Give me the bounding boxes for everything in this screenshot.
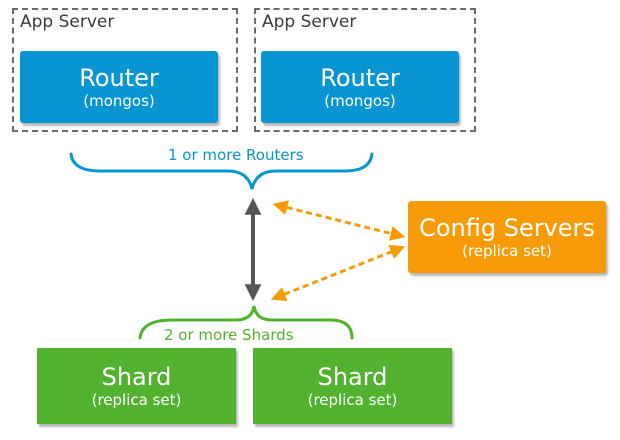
dashed-double-arrow-icon bbox=[272, 200, 406, 241]
app-server-1: App Server bbox=[12, 8, 238, 132]
app-server-label: App Server bbox=[262, 12, 357, 32]
router-title: Router bbox=[79, 64, 159, 92]
curly-brace-icon bbox=[138, 305, 354, 340]
config-servers-box: Config Servers (replica set) bbox=[408, 201, 606, 273]
config-servers-subtitle: (replica set) bbox=[462, 242, 552, 260]
dashed-double-arrow-icon bbox=[270, 244, 406, 302]
shard-title: Shard bbox=[101, 363, 172, 391]
routers-caption: 1 or more Routers bbox=[168, 146, 304, 164]
app-server-2: App Server bbox=[254, 8, 476, 132]
app-server-label: App Server bbox=[20, 12, 115, 32]
shard-subtitle: (replica set) bbox=[91, 391, 182, 409]
router-subtitle: (mongos) bbox=[324, 92, 396, 110]
router-box-1: Router (mongos) bbox=[20, 51, 218, 123]
curly-brace-icon bbox=[69, 152, 374, 190]
shards-caption: 2 or more Shards bbox=[164, 326, 294, 344]
router-subtitle: (mongos) bbox=[83, 92, 155, 110]
shard-subtitle: (replica set) bbox=[307, 391, 398, 409]
config-servers-title: Config Servers bbox=[419, 214, 595, 242]
shard-title: Shard bbox=[317, 363, 388, 391]
router-title: Router bbox=[320, 64, 400, 92]
shard-box-1: Shard (replica set) bbox=[37, 348, 236, 424]
shard-box-2: Shard (replica set) bbox=[253, 348, 452, 424]
router-box-2: Router (mongos) bbox=[261, 51, 459, 123]
